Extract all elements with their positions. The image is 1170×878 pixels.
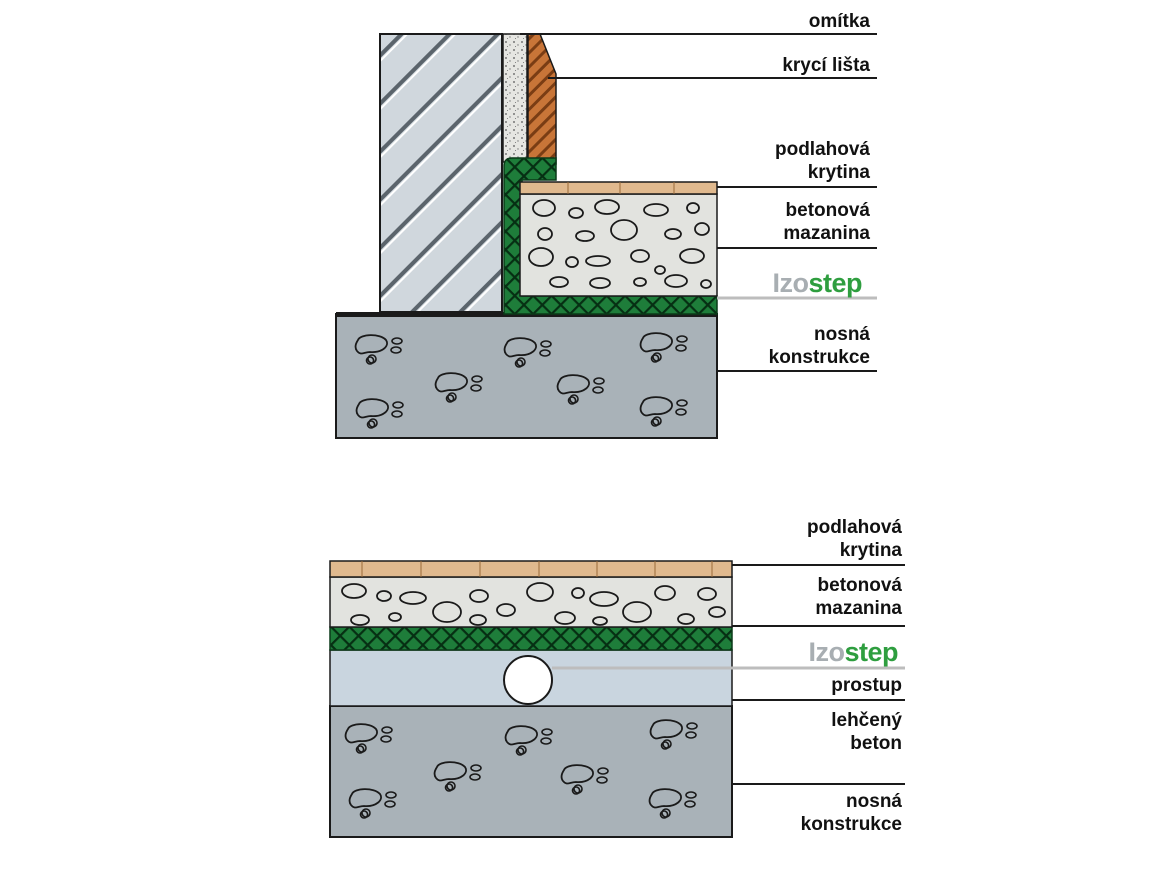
label-floor-covering-2: krytina (808, 162, 871, 183)
bottom-leader-lines (552, 564, 905, 785)
label-light-concrete-1: lehčený (831, 710, 902, 731)
izostep-logo: Izostep (772, 268, 862, 298)
label-floor-covering-1: podlahová (807, 517, 902, 538)
label-trim: krycí lišta (782, 55, 870, 76)
label-screed-1: betonová (818, 575, 903, 596)
label-light-concrete-2: beton (850, 733, 902, 754)
label-screed-2: mazanina (815, 598, 902, 619)
bottom-labels: podlahová krytina betonová mazanina Izos… (801, 517, 903, 835)
label-penetration: prostup (831, 675, 902, 696)
top-leader-lines (520, 33, 877, 372)
label-floor-covering-2: krytina (840, 540, 903, 561)
top-plaster (502, 33, 528, 163)
bottom-detail: podlahová krytina betonová mazanina Izos… (329, 517, 905, 838)
bottom-screed-aggregate (341, 582, 726, 626)
top-screed (519, 193, 718, 297)
bottom-structure-slab (329, 705, 733, 838)
label-structure-1: nosná (846, 791, 902, 812)
izostep-logo: Izostep (808, 637, 898, 667)
label-structure-2: konstrukce (801, 814, 902, 835)
top-screed-aggregate (528, 199, 712, 289)
top-trim (527, 33, 557, 165)
label-floor-covering-1: podlahová (775, 139, 870, 160)
label-structure-1: nosná (814, 324, 870, 345)
bottom-membrane (329, 626, 733, 651)
penetration-pipe (503, 655, 553, 705)
top-labels: omítka krycí lišta podlahová krytina bet… (769, 11, 871, 368)
top-wall (379, 33, 503, 313)
top-floor-covering (519, 181, 718, 195)
top-detail: omítka krycí lišta podlahová krytina bet… (335, 11, 877, 439)
label-structure-2: konstrukce (769, 347, 870, 368)
bottom-floor-covering (329, 560, 733, 578)
label-plaster: omítka (809, 11, 871, 32)
label-screed-1: betonová (786, 200, 871, 221)
label-screed-2: mazanina (783, 223, 870, 244)
